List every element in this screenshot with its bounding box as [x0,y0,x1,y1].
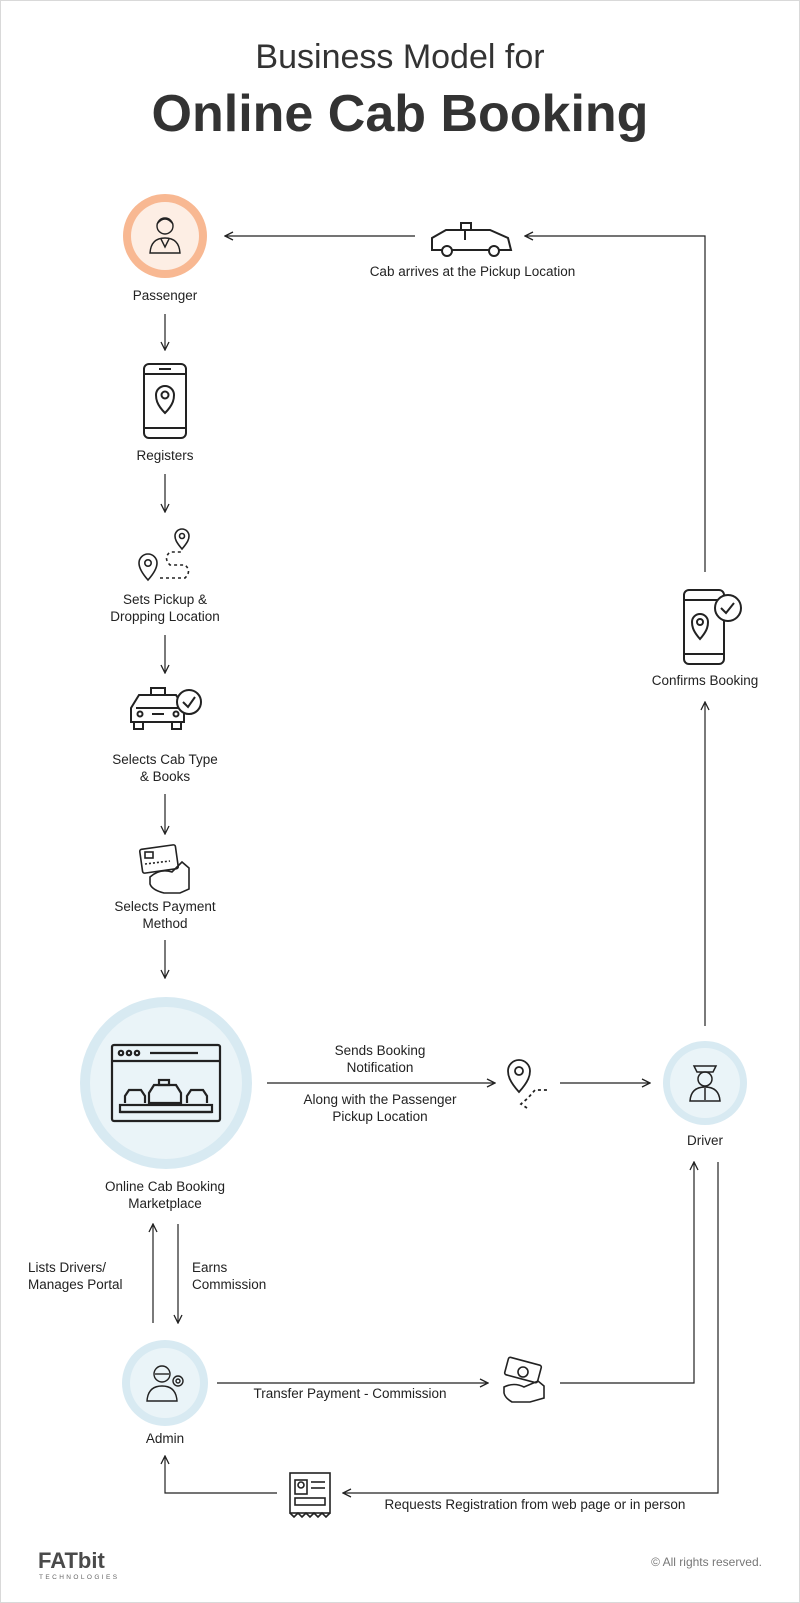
fatbit-logo-mark: FATbit TECHNOLOGIES [38,1548,119,1581]
passenger-icon [149,217,181,254]
driver-icon [689,1065,721,1102]
node-label-selects-cab: Selects Cab Type & Books [112,752,218,784]
marketplace-browser-icon [110,1043,222,1123]
fatbit-logo: FATbit TECHNOLOGIES [38,1546,148,1582]
node-label-driver: Driver [687,1133,723,1148]
route-icon [138,528,190,582]
money-hand-icon [503,1356,545,1403]
connectors [153,236,719,1494]
edge-label-cab-arrives: Cab arrives at the Pickup Location [369,264,576,279]
edge-label-transfer-payment: Transfer Payment - Commission [253,1386,447,1401]
marketplace-node [80,997,252,1169]
page-title: Online Cab Booking [151,85,649,143]
passenger-node [123,194,207,278]
edge-label-earns-commission: Earns Commission [192,1260,267,1292]
admin-icon [146,1365,184,1402]
arrow-registration-admin [165,1456,277,1494]
edge-label-requests-registration: Requests Registration from web page or i… [384,1497,686,1512]
node-label-confirms-booking: Confirms Booking [651,673,759,688]
copyright-footer: © All rights reserved. [651,1555,762,1569]
arrow-confirms-cab [525,236,706,572]
cab-icon [431,222,513,257]
node-label-selects-payment: Selects Payment Method [114,899,216,931]
location-pin-icon [507,1059,549,1109]
node-label-sets-pickup: Sets Pickup & Dropping Location [110,592,220,624]
node-label-marketplace: Online Cab Booking Marketplace [104,1179,226,1211]
node-label-admin: Admin [145,1431,185,1446]
phone-check-icon [683,589,742,665]
arrow-payment-driver [560,1162,694,1384]
arrow-driver-registration [343,1162,719,1493]
driver-node [663,1041,747,1125]
logo-text: FATbit [38,1548,105,1573]
registration-form-icon [289,1472,331,1519]
phone-location-icon [143,363,187,439]
node-label-registers: Registers [136,448,194,463]
cab-check-icon [130,687,202,730]
edge-label-along-with: Along with the Passenger Pickup Location [303,1092,457,1124]
logo-subtext: TECHNOLOGIES [39,1574,119,1581]
edge-label-lists-drivers: Lists Drivers/ Manages Portal [28,1260,123,1292]
payment-card-icon [138,844,190,894]
title-line-1: Business Model for [255,38,545,76]
admin-node [122,1340,208,1426]
node-label-passenger: Passenger [132,288,198,303]
edge-label-sends-notification: Sends Booking Notification [334,1043,426,1075]
